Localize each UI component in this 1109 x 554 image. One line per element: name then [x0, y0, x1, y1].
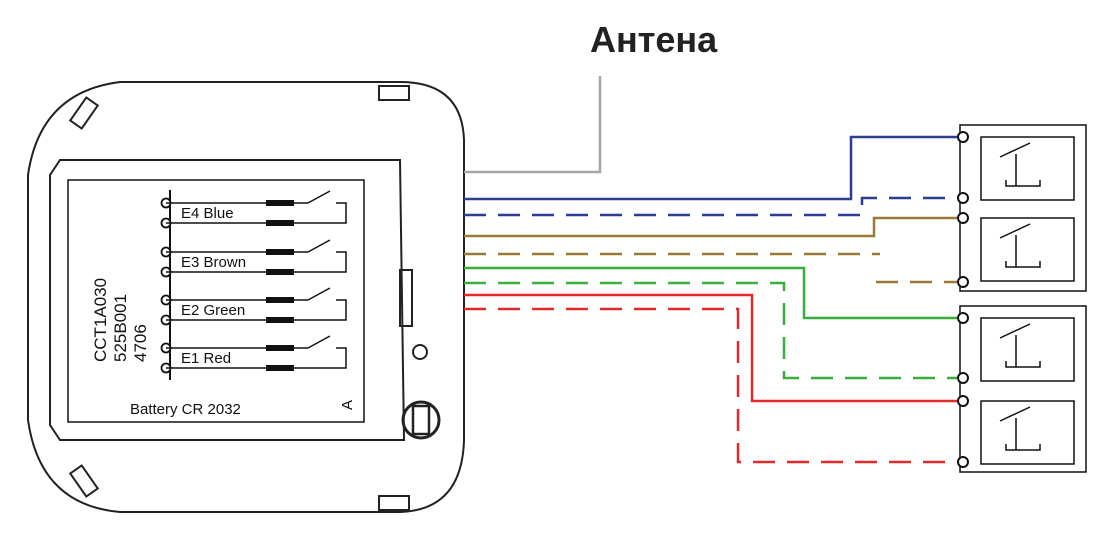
blue-wire-dashed — [464, 196, 957, 217]
electrode-label-e2: E2 Green — [181, 302, 245, 319]
transmitter-housing — [27, 81, 465, 513]
electrode-label-e4: E4 Blue — [181, 205, 234, 222]
brown-wire-solid — [464, 216, 957, 238]
electrode-row-e3 — [160, 239, 347, 278]
electrode-row-e2 — [160, 287, 347, 326]
electrode-row-e1 — [160, 335, 347, 374]
green-wire-dashed — [464, 281, 957, 380]
red-wire-solid — [464, 293, 957, 403]
side-mark: A — [339, 400, 356, 410]
module-code-line-3: 4706 — [131, 324, 150, 362]
antenna-wire — [464, 76, 602, 174]
battery-label: Battery CR 2032 — [130, 401, 241, 418]
blue-wire-solid — [464, 135, 957, 201]
relay-box-bottom — [957, 305, 1087, 473]
module-code-line-1: CCT1A030 — [91, 278, 110, 362]
module-code-line-2: 525B001 — [111, 294, 130, 362]
relay-box-top — [957, 124, 1087, 292]
electrode-row-e4 — [160, 190, 347, 229]
antenna-title: Антена — [590, 19, 718, 60]
green-wire-solid — [464, 266, 957, 320]
module-code: CCT1A030 525B001 4706 — [91, 278, 150, 362]
electrode-label-e1: E1 Red — [181, 350, 231, 367]
electrode-label-e3: E3 Brown — [181, 254, 246, 271]
red-wire-dashed — [464, 307, 957, 464]
